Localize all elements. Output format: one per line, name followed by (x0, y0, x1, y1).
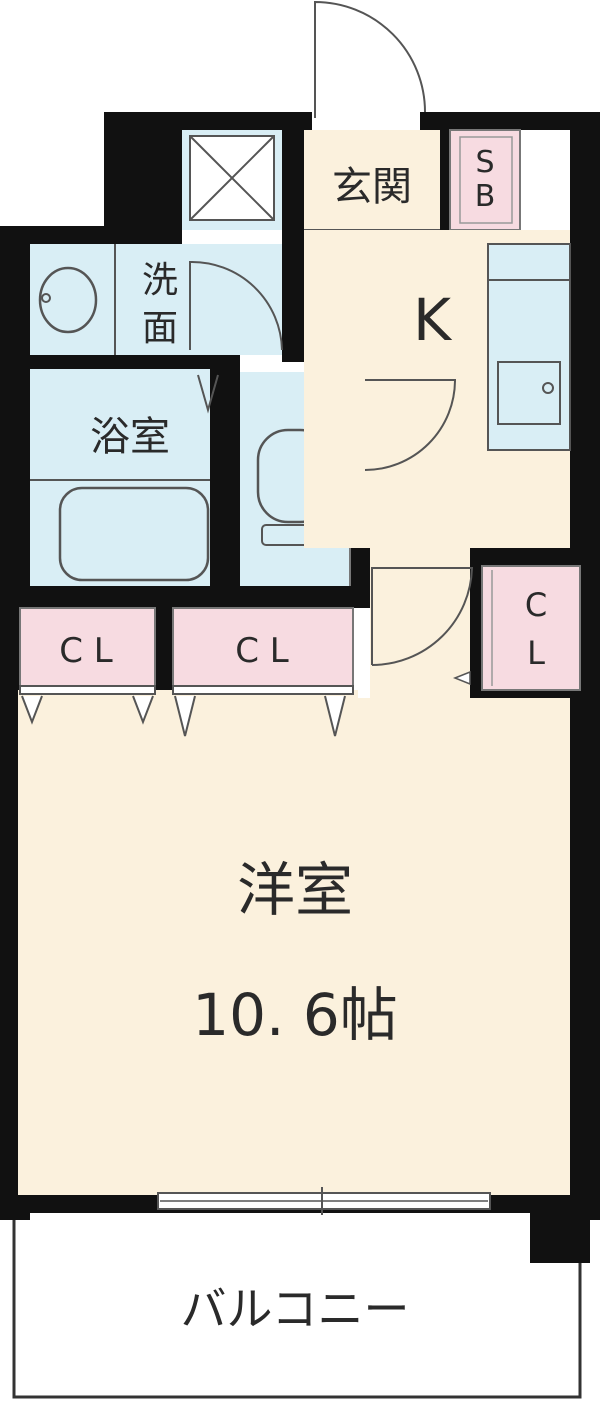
walls (0, 112, 600, 1263)
closet-left (19, 607, 156, 691)
kitchen-label: K (413, 286, 453, 354)
bathtub (58, 486, 210, 582)
entrance-label: 玄関 (332, 164, 412, 210)
hallway (370, 548, 470, 698)
western-room-size: 10. 6帖 (192, 981, 398, 1049)
closet-right (481, 565, 581, 691)
closet-left-label: C L (59, 631, 113, 671)
washroom-label-top: 洗 (142, 260, 178, 301)
shoe-box-label-top: S (475, 145, 494, 180)
balcony-label: バルコニー (180, 1282, 409, 1336)
closet-right-label-bottom: L (527, 634, 545, 672)
western-room-label: 洋室 (237, 856, 353, 924)
bathroom-label: 浴室 (90, 414, 170, 460)
entrance-door (314, 0, 426, 118)
closet-center-label: C L (235, 631, 289, 671)
kitchen-sink (497, 361, 561, 425)
closet-right-label-top: C (525, 586, 547, 624)
washbasin (38, 266, 98, 334)
entrance (304, 130, 440, 230)
closet-doors (19, 685, 354, 737)
shoe-box-label-bottom: B (475, 179, 496, 214)
washroom-label-bottom: 面 (142, 308, 178, 349)
balcony-area (12, 1203, 582, 1399)
shoe-box (449, 129, 521, 231)
closet-center (172, 607, 354, 691)
